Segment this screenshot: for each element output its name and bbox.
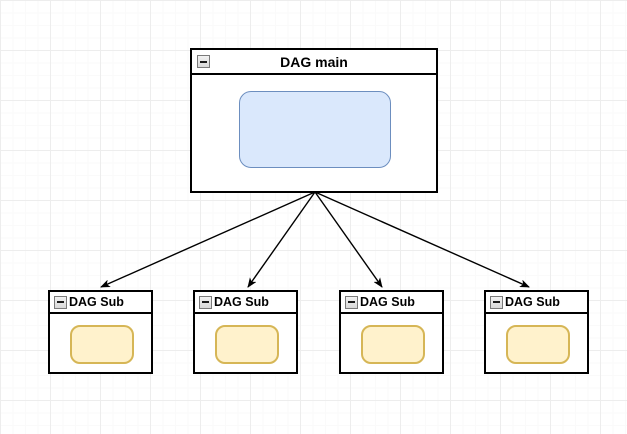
dag-sub-body-1 xyxy=(195,314,296,372)
dag-sub-body-2 xyxy=(341,314,442,372)
dag-sub-title-2: DAG Sub xyxy=(360,295,415,309)
minus-square-icon[interactable] xyxy=(54,295,67,309)
edge-main-to-sub-2 xyxy=(314,191,383,288)
sub-task-node-2[interactable] xyxy=(361,325,425,364)
dag-main-body xyxy=(192,75,436,193)
sub-task-node-0[interactable] xyxy=(70,325,134,364)
minus-square-icon[interactable] xyxy=(197,55,210,68)
sub-task-node-3[interactable] xyxy=(506,325,570,364)
dag-sub-header-2: DAG Sub xyxy=(341,292,442,314)
dag-main-title: DAG main xyxy=(280,53,348,70)
dag-sub-body-3 xyxy=(486,314,587,372)
minus-square-icon[interactable] xyxy=(199,295,212,309)
dag-sub-header-1: DAG Sub xyxy=(195,292,296,314)
dag-sub-header-3: DAG Sub xyxy=(486,292,587,314)
dag-main-header: DAG main xyxy=(192,50,436,75)
dag-sub-container-3[interactable]: DAG Sub xyxy=(484,290,589,374)
sub-task-node-1[interactable] xyxy=(215,325,279,364)
minus-square-icon[interactable] xyxy=(345,295,358,309)
dag-sub-title-1: DAG Sub xyxy=(214,295,269,309)
edge-main-to-sub-1 xyxy=(247,191,316,288)
edge-main-to-sub-3 xyxy=(314,191,530,288)
dag-sub-container-1[interactable]: DAG Sub xyxy=(193,290,298,374)
dag-sub-title-3: DAG Sub xyxy=(505,295,560,309)
edge-main-to-sub-0 xyxy=(100,191,316,288)
dag-sub-title-0: DAG Sub xyxy=(69,295,124,309)
dag-main-container[interactable]: DAG main xyxy=(190,48,438,193)
minus-square-icon[interactable] xyxy=(490,295,503,309)
dag-sub-header-0: DAG Sub xyxy=(50,292,151,314)
dag-sub-container-0[interactable]: DAG Sub xyxy=(48,290,153,374)
dag-sub-body-0 xyxy=(50,314,151,372)
main-task-node[interactable] xyxy=(239,91,391,168)
dag-sub-container-2[interactable]: DAG Sub xyxy=(339,290,444,374)
